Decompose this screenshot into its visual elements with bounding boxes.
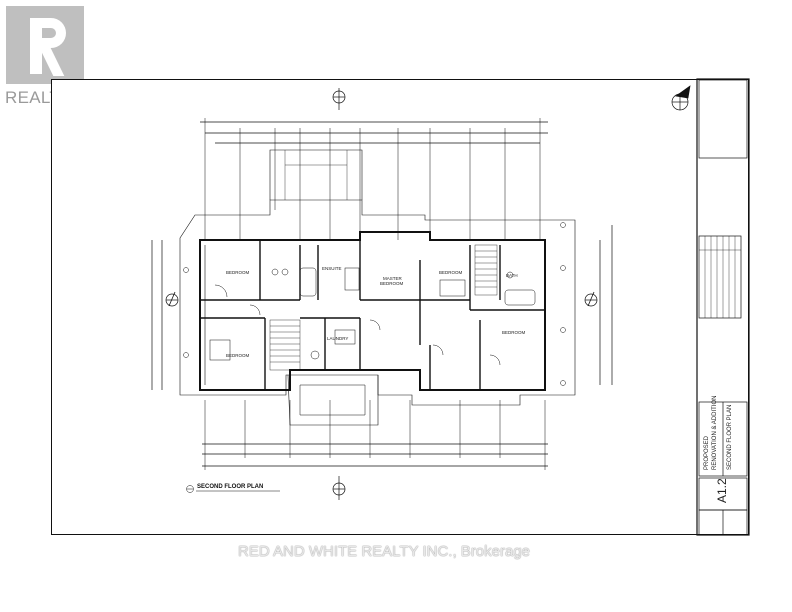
room-label-bedroom-4: BEDROOM bbox=[502, 330, 526, 335]
plan-title-bubble bbox=[186, 485, 194, 493]
brokerage-watermark: RED AND WHITE REALTY INC., Brokerage bbox=[238, 543, 531, 560]
revision-table bbox=[698, 235, 742, 319]
title-block-project: PROPOSED bbox=[704, 435, 710, 470]
room-label-bath: BATH bbox=[506, 273, 518, 278]
room-label-bedroom-1: BEDROOM bbox=[226, 270, 250, 275]
room-label-bedroom-2: BEDROOM bbox=[226, 353, 250, 358]
drawing-sheet bbox=[51, 79, 749, 535]
room-label-laundry: LAUNDRY bbox=[327, 336, 349, 341]
room-label-bedroom-3: BEDROOM bbox=[439, 270, 463, 275]
realtor-logo: REALTOR® bbox=[0, 0, 98, 112]
title-block-header bbox=[698, 79, 748, 159]
title-block-subtitle: RENOVATION & ADDITION bbox=[712, 395, 718, 470]
title-block-drawing-name: SECOND FLOOR PLAN bbox=[727, 404, 733, 470]
room-label-ensuite: ENSUITE bbox=[322, 266, 342, 271]
realtor-r-icon bbox=[6, 6, 84, 84]
sheet-number: A1.2 bbox=[715, 478, 729, 503]
plan-title: SECOND FLOOR PLAN bbox=[197, 484, 264, 490]
room-label-master-bedroom-2: BEDROOM bbox=[380, 281, 404, 286]
room-label-master-bedroom-1: MASTER bbox=[383, 276, 402, 281]
